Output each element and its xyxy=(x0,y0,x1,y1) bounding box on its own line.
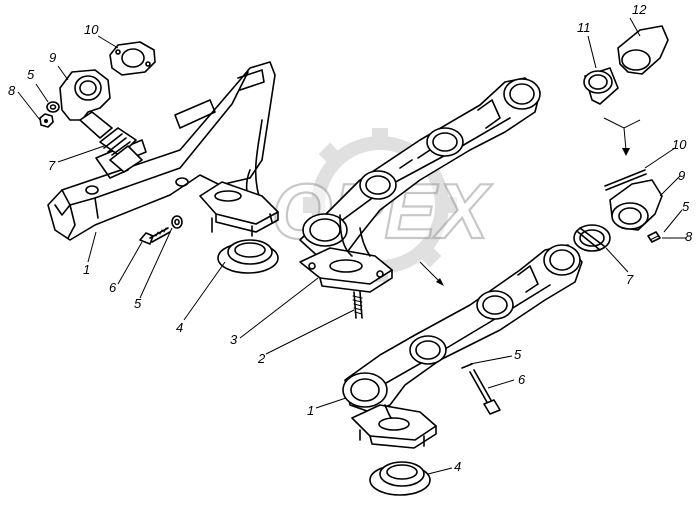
callout-label-12: 12 xyxy=(632,2,647,17)
callout-label-8: 8 xyxy=(8,83,16,98)
callout-label-1: 1 xyxy=(307,403,315,418)
callout-label-5: 5 xyxy=(514,347,522,362)
callout-label-1: 1 xyxy=(83,262,91,277)
callout-label-9: 9 xyxy=(49,50,57,65)
callout-label-5: 5 xyxy=(682,199,690,214)
stud-part xyxy=(352,291,363,319)
left-seal-ring-part xyxy=(99,127,143,173)
assembly-arrow xyxy=(603,117,641,156)
callout-label-10: 10 xyxy=(84,22,99,37)
callout-label-11: 11 xyxy=(577,20,591,35)
callout-label-4: 4 xyxy=(454,459,462,474)
right-sleeve-part xyxy=(583,67,619,105)
right-manifold-part xyxy=(342,244,583,449)
callout-label-4: 4 xyxy=(176,320,184,335)
middle-manifold-part xyxy=(299,77,541,293)
left-nut-washer-part xyxy=(39,101,60,128)
right-bolt-part xyxy=(461,363,501,415)
callout-label-3: 3 xyxy=(230,332,238,347)
left-manifold-part xyxy=(47,61,279,241)
callout-label-5: 5 xyxy=(134,296,142,311)
right-gasket-part xyxy=(604,169,647,191)
callout-label-9: 9 xyxy=(678,168,686,183)
left-bolt-part xyxy=(139,215,183,245)
callout-label-6: 6 xyxy=(518,372,526,387)
callout-label-6: 6 xyxy=(109,280,117,295)
left-flange-gasket-part xyxy=(217,239,279,274)
right-elbow-part xyxy=(609,179,663,231)
callout-label-8: 8 xyxy=(685,229,693,244)
callout-label-10: 10 xyxy=(672,137,687,152)
right-seal-ring-part xyxy=(573,224,611,252)
right-flange-gasket-part xyxy=(369,461,431,496)
direction-arrow xyxy=(419,261,444,286)
callout-label-7: 7 xyxy=(48,158,56,173)
left-elbow-part xyxy=(59,69,113,139)
callout-label-5: 5 xyxy=(27,67,35,82)
callout-leader-lines xyxy=(17,17,686,475)
right-cap-elbow-part xyxy=(617,25,669,75)
right-nut-part xyxy=(647,231,661,243)
left-gasket-part xyxy=(109,41,156,76)
callout-label-2: 2 xyxy=(258,351,266,366)
callout-label-7: 7 xyxy=(626,272,634,287)
